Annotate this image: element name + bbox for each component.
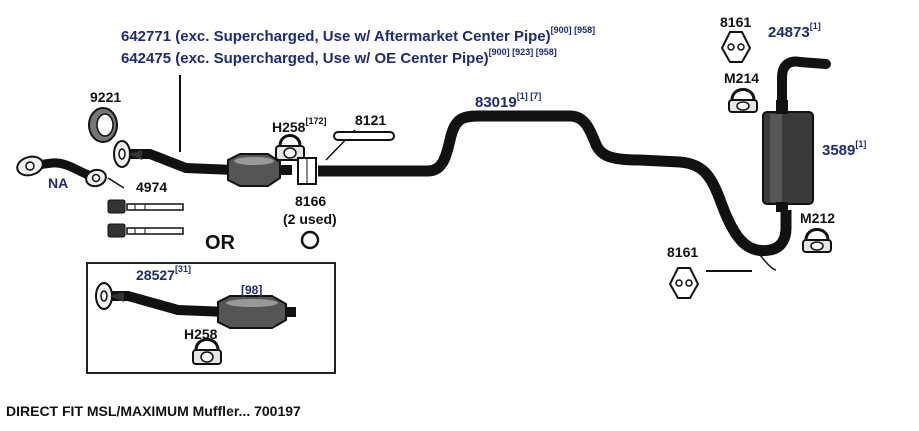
clamp-m212 — [802, 228, 832, 253]
footer-text: DIRECT FIT MSL/MAXIMUM Muffler... 700197 — [6, 403, 301, 419]
label-na: NA — [48, 175, 69, 191]
or-label: OR — [205, 232, 235, 254]
label-8161-bottom: 8161 — [667, 244, 699, 260]
label-h258: H258[172] — [272, 117, 326, 135]
pipe-option-2-desc: (exc. Supercharged, Use w/ OE Center Pip… — [175, 50, 489, 67]
pipe-option-1: 642771 (exc. Supercharged, Use w/ Afterm… — [121, 26, 595, 45]
bracket-8121 — [333, 131, 395, 141]
pipe-option-1-part: 642771 — [121, 28, 172, 45]
studs-4974 — [107, 199, 184, 238]
ring-8166 — [300, 230, 320, 250]
clamp-m214 — [728, 88, 758, 113]
alt-pipe-28527 — [95, 282, 296, 329]
label-3589-text: 3589 — [822, 142, 856, 159]
pipe-option-2-notes: [900] [923] [958] — [488, 47, 557, 57]
pipe-option-2: 642475 (exc. Supercharged, Use w/ OE Cen… — [121, 48, 557, 67]
label-h258-note: [172] — [305, 116, 327, 126]
label-83019-note: [1] [7] — [516, 91, 542, 101]
alternate-option-box — [86, 262, 336, 374]
label-9221: 9221 — [90, 89, 122, 105]
label-24873-text: 24873 — [768, 24, 810, 41]
muffler-3589 — [762, 100, 814, 212]
label-m212: M212 — [800, 210, 836, 226]
tail-pipe-24873 — [777, 56, 831, 107]
pipe-option-2-part: 642475 — [121, 50, 172, 67]
front-pipe-642771 — [113, 140, 292, 187]
alt-clamp-h258 — [192, 338, 222, 365]
label-24873: 24873[1] — [768, 22, 821, 41]
label-8161-top: 8161 — [720, 14, 752, 30]
label-28527-text: 28527 — [136, 267, 175, 283]
clamp-h258 — [275, 134, 305, 161]
label-83019-text: 83019 — [475, 94, 517, 111]
label-28527-note: [31] — [174, 264, 191, 274]
na-pipe — [16, 155, 107, 188]
center-pipe-83019 — [318, 110, 792, 257]
pipe-option-1-desc: (exc. Supercharged, Use w/ Aftermarket C… — [175, 28, 551, 45]
label-cat-note: [98] — [241, 283, 263, 297]
label-24873-note: [1] — [809, 21, 821, 31]
hanger-8161-top — [720, 31, 752, 63]
label-4974: 4974 — [136, 179, 168, 195]
leader-line-4974 — [107, 177, 125, 189]
label-8166-sub: (2 used) — [283, 211, 337, 227]
label-3589-note: [1] — [855, 139, 867, 149]
label-83019: 83019[1] [7] — [475, 92, 541, 111]
sleeve-8166 — [297, 157, 317, 185]
gasket-9221 — [88, 107, 118, 143]
label-h258-text: H258 — [272, 119, 306, 135]
label-m214: M214 — [724, 70, 760, 86]
label-alt-h258: H258 — [184, 326, 218, 342]
label-3589: 3589[1] — [822, 140, 866, 159]
label-8166: 8166 — [295, 193, 327, 209]
hanger-8161-bottom — [668, 267, 700, 299]
pipe-option-1-notes: [900] [958] — [550, 25, 596, 35]
label-28527: 28527[31] — [136, 265, 191, 283]
center-pipe-tail — [759, 254, 777, 271]
label-8121: 8121 — [355, 112, 387, 128]
